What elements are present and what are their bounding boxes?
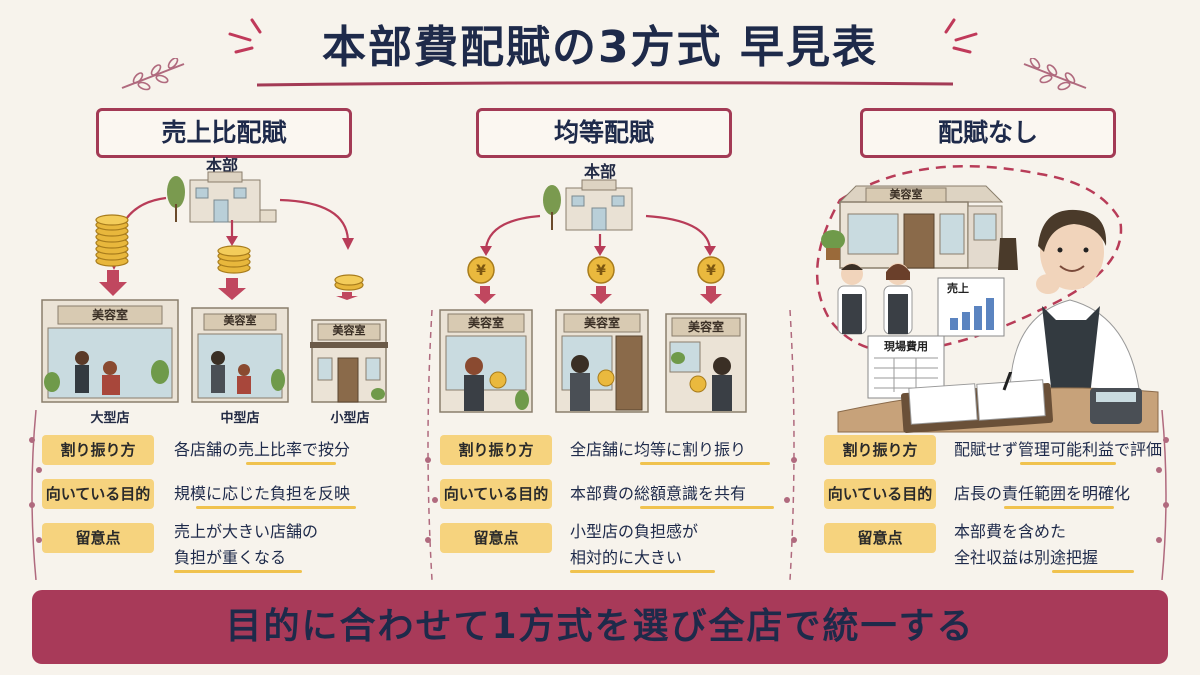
highlight-underline <box>246 462 336 465</box>
svg-text:美容室: 美容室 <box>92 307 128 322</box>
row-label-purpose: 向いている目的 <box>42 479 154 509</box>
hq-building-icon <box>167 171 277 223</box>
large-shop-sign: 美容室 <box>92 307 128 322</box>
highlight-underline <box>1052 570 1134 573</box>
shop-sign: 美容室 <box>468 315 504 330</box>
row-label-method: 割り振り方 <box>42 435 154 465</box>
page-title: 本部費配賦の3方式 早見表 <box>322 22 878 73</box>
highlight-underline <box>570 570 715 573</box>
row-text-caution-line2: 相対的に大きい <box>570 548 683 567</box>
row-label-purpose: 向いている目的 <box>824 479 936 509</box>
footer-banner: 目的に合わせて1方式を選び全店で統一する <box>32 590 1168 664</box>
staff-pair-illustration <box>837 263 913 335</box>
down-arrows <box>99 270 358 300</box>
svg-text:売上: 売上 <box>947 281 969 295</box>
small-shop-sign: 美容室 <box>333 323 366 337</box>
highlight-underline <box>640 462 770 465</box>
salon-sign: 美容室 <box>890 187 923 201</box>
hq-label: 本部 <box>583 162 616 181</box>
svg-text:¥: ¥ <box>476 263 486 279</box>
footer-message: 目的に合わせて1方式を選び全店で統一する <box>225 606 975 647</box>
highlight-underline <box>174 570 302 573</box>
svg-text:美容室: 美容室 <box>468 315 504 330</box>
desk-with-notebook <box>837 372 1159 433</box>
yen-coin-icon: ¥ <box>587 256 615 284</box>
coin-stack-medium-icon <box>217 245 251 274</box>
svg-text:美容室: 美容室 <box>688 319 724 334</box>
method-header-sales-ratio: 売上比配賦 <box>96 108 352 158</box>
sales-chart-board: 売上 <box>937 277 1005 337</box>
vine-middle-right-icon <box>784 310 797 580</box>
row-label-caution: 留意点 <box>824 523 936 553</box>
row-text-purpose: 規模に応じた負担を反映 <box>174 484 351 503</box>
emphasis-lines-left-icon <box>228 18 262 54</box>
row-text-caution-line2: 負担が重くなる <box>174 548 287 567</box>
shop-sign: 美容室 <box>584 315 620 330</box>
highlight-underline <box>640 506 774 509</box>
svg-text:美容室: 美容室 <box>333 323 366 337</box>
title-underline <box>256 81 954 87</box>
coin-stack-small-icon <box>334 274 364 291</box>
row-label-method: 割り振り方 <box>824 435 936 465</box>
vine-right-icon <box>1156 410 1169 580</box>
row-text-purpose: 店長の責任範囲を明確化 <box>954 484 1131 503</box>
emphasis-lines-right-icon <box>944 18 978 54</box>
row-text-method: 各店舗の売上比率で按分 <box>174 440 351 459</box>
allocation-arrows <box>480 214 716 256</box>
svg-text:美容室: 美容室 <box>890 187 923 201</box>
svg-text:¥: ¥ <box>706 263 716 279</box>
shop-sign: 美容室 <box>688 319 724 334</box>
shop-illustration <box>555 309 649 413</box>
row-text-method: 全店舗に均等に割り振り <box>570 440 747 459</box>
hq-label: 本部 <box>205 156 238 175</box>
leaf-sprig-right-icon <box>1023 58 1087 91</box>
shop-caption-large: 大型店 <box>90 411 130 426</box>
row-label-caution: 留意点 <box>42 523 154 553</box>
salon-building-illustration <box>838 185 1004 269</box>
hq-building-icon <box>543 179 633 231</box>
highlight-underline <box>1020 462 1116 465</box>
row-text-caution-line1: 売上が大きい店舗の <box>174 522 319 541</box>
plant-icon <box>821 230 845 260</box>
small-shop-illustration <box>310 319 388 403</box>
row-label-caution: 留意点 <box>440 523 552 553</box>
svg-text:美容室: 美容室 <box>584 315 620 330</box>
medium-shop-illustration <box>191 307 289 403</box>
shop-caption-small: 小型店 <box>330 411 370 426</box>
yen-coin-icon: ¥ <box>467 256 495 284</box>
row-text-method: 配賦せず管理可能利益で評価 <box>954 440 1163 459</box>
row-text-purpose: 本部費の総額意識を共有 <box>570 484 747 503</box>
row-text-caution-line2: 全社収益は別途把握 <box>954 548 1099 567</box>
standing-sign-icon <box>998 238 1018 270</box>
leaf-sprig-left-icon <box>121 58 185 91</box>
row-label-purpose: 向いている目的 <box>440 479 552 509</box>
row-text-caution-line1: 小型店の負担感が <box>570 522 699 541</box>
row-text-caution-line1: 本部費を含めた <box>954 522 1067 541</box>
highlight-underline <box>1004 506 1114 509</box>
down-arrows <box>474 286 722 304</box>
svg-text:現場費用: 現場費用 <box>884 339 928 353</box>
vine-middle-left-icon <box>425 310 438 580</box>
shop-caption-medium: 中型店 <box>220 411 260 426</box>
shop-illustration <box>439 309 533 413</box>
dashed-boundary <box>815 164 1123 354</box>
svg-text:美容室: 美容室 <box>224 313 257 327</box>
large-shop-illustration <box>41 299 179 403</box>
vine-left-icon <box>29 410 42 580</box>
method-header-no-allocation: 配賦なし <box>860 108 1116 158</box>
method-header-equal: 均等配賦 <box>476 108 732 158</box>
yen-coin-icon: ¥ <box>697 256 725 284</box>
manager-illustration <box>1009 209 1141 396</box>
highlight-underline <box>196 506 356 509</box>
row-label-method: 割り振り方 <box>440 435 552 465</box>
shop-illustration <box>665 313 747 413</box>
coin-stack-large-icon <box>95 214 129 267</box>
svg-text:¥: ¥ <box>596 263 606 279</box>
medium-shop-sign: 美容室 <box>224 313 257 327</box>
